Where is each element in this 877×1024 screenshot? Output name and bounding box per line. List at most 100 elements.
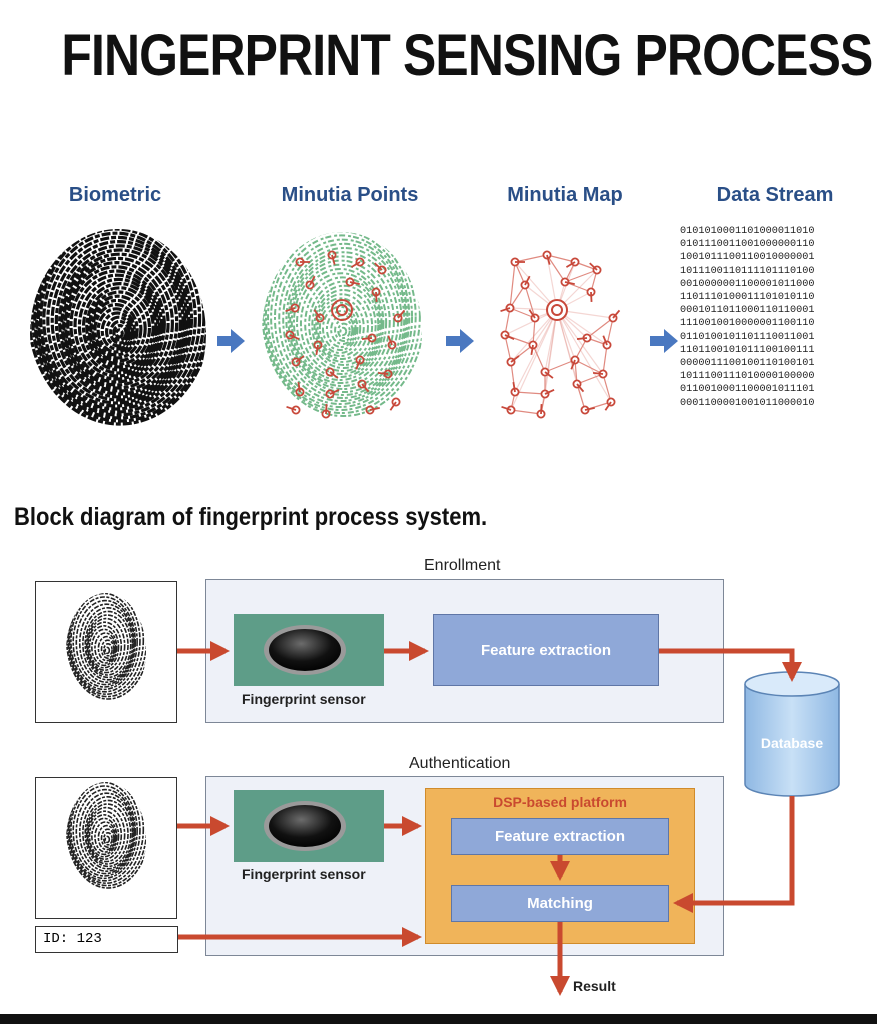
minutia-point [361, 333, 377, 343]
footer-bar [0, 1014, 877, 1024]
database-cylinder [744, 671, 840, 797]
enrollment-sensor-label: Fingerprint sensor [242, 691, 366, 707]
stage-title-minutia-points: Minutia Points [281, 184, 419, 206]
map-core-point [546, 299, 568, 321]
enrollment-sensor-lens [264, 625, 346, 675]
minutia-point [357, 379, 370, 393]
stream-line: 0110010001100001011101 [680, 384, 815, 396]
minutia-point [325, 367, 339, 379]
core-point [331, 299, 353, 321]
minutia-map-node [528, 309, 540, 323]
minutia-point [327, 250, 337, 265]
stream-line: 1001011100110010000001 [680, 252, 815, 264]
enrollment-feature-extraction: Feature extraction [433, 614, 659, 686]
minutia-point [387, 335, 397, 350]
minutia-point [285, 330, 300, 341]
authentication-label: Authentication [409, 755, 511, 772]
dsp-platform-label: DSP-based platform [493, 794, 627, 810]
minutia-point [313, 340, 323, 356]
page-title: FINGERPRINT SENSING PROCESS [61, 23, 873, 88]
id-input-box: ID: 123 [35, 926, 178, 953]
minutia-point [295, 257, 310, 267]
minutia-map-node [500, 330, 515, 341]
minutia-map-node [542, 250, 552, 265]
minutia-point [291, 355, 305, 367]
enrollment-label: Enrollment [424, 557, 501, 574]
stream-line: 1011100111010000100000 [680, 371, 815, 383]
minutia-point [286, 405, 301, 415]
stream-line: 0001011011000110110001 [680, 305, 815, 317]
authentication-feature-extraction: Feature extraction [451, 818, 669, 855]
minutia-point [325, 388, 340, 399]
minutia-point [389, 397, 401, 411]
minutia-map-node [506, 355, 520, 367]
minutia-point [371, 287, 381, 303]
minutia-point [285, 303, 300, 313]
minutia-points-markers [285, 250, 406, 419]
stream-line: 1011100110111101110100 [680, 265, 815, 277]
minutia-point [345, 277, 360, 287]
stream-line: 0110100101101110011001 [680, 331, 815, 343]
arrow-database-to-matching [673, 796, 795, 913]
minutia-map-node [580, 405, 595, 415]
stream-line: 1101100101011100100111 [680, 344, 815, 356]
minutia-point [305, 275, 316, 290]
minutia-map-node [540, 367, 554, 379]
data-stream-binary: 0101010001101000011010 01011100110010000… [680, 225, 860, 410]
minutia-map-node [510, 381, 520, 397]
minutia-point [355, 355, 365, 370]
minutia-map-node [608, 309, 621, 323]
minutia-map-node [589, 262, 602, 275]
authentication-sensor-label: Fingerprint sensor [242, 866, 366, 882]
minutia-point [313, 309, 325, 323]
matching-block: Matching [451, 885, 669, 922]
biometric-fingerprint [30, 229, 206, 426]
minutia-map-node [572, 379, 585, 393]
minutia-point [377, 369, 393, 379]
minutia-map-node [501, 405, 516, 415]
minutia-point [295, 381, 305, 397]
block-diagram-title: Block diagram of fingerprint process sys… [14, 503, 488, 531]
flow-arrow-2 [446, 329, 474, 353]
minutia-map-node [520, 275, 531, 290]
stream-line: 1110010010000001100110 [680, 318, 815, 330]
minutia-map-node [536, 403, 546, 419]
minutia-point [350, 257, 365, 268]
minutia-map-node [528, 340, 538, 356]
flow-arrow-1 [217, 329, 245, 353]
minutia-point [374, 262, 387, 275]
minutia-map-node [510, 257, 525, 267]
stream-line: 0001100001001011000010 [680, 397, 815, 409]
stream-line: 0000011100100110100101 [680, 358, 815, 370]
minutia-point [365, 405, 380, 415]
arrow-feature-to-database [659, 648, 802, 682]
stream-line: 0101010001101000011010 [680, 226, 815, 237]
minutia-point [321, 403, 331, 419]
stage-title-minutia-map: Minutia Map [507, 184, 623, 206]
database-label: Database [760, 735, 824, 751]
minutia-map-node [560, 277, 575, 287]
enrollment-fingerprint-pattern [66, 593, 146, 700]
flow-arrow-3 [650, 329, 678, 353]
minutia-map-node [576, 333, 592, 343]
stream-line: 1101110100011101010110 [680, 292, 815, 304]
minutia-map-node [570, 355, 580, 370]
minutia-map-node [500, 303, 515, 313]
minutia-map-node [586, 287, 596, 303]
stage-title-data-stream: Data Stream [716, 184, 834, 206]
minutia-map-node [602, 335, 612, 350]
minutia-map-node [604, 397, 616, 411]
minutia-map-node [565, 257, 580, 268]
minutia-point [393, 309, 406, 323]
stream-line: 0010000001100001011000 [680, 278, 815, 290]
minutia-map-node [540, 388, 555, 399]
stream-line: 0101110011001000000110 [680, 239, 815, 251]
minutia-map-node [592, 369, 608, 379]
authentication-fingerprint-pattern [66, 782, 146, 889]
minutia-map-graph [500, 250, 621, 419]
result-label: Result [573, 978, 616, 994]
stage-title-biometric: Biometric [68, 184, 162, 206]
authentication-sensor-lens [264, 801, 346, 851]
